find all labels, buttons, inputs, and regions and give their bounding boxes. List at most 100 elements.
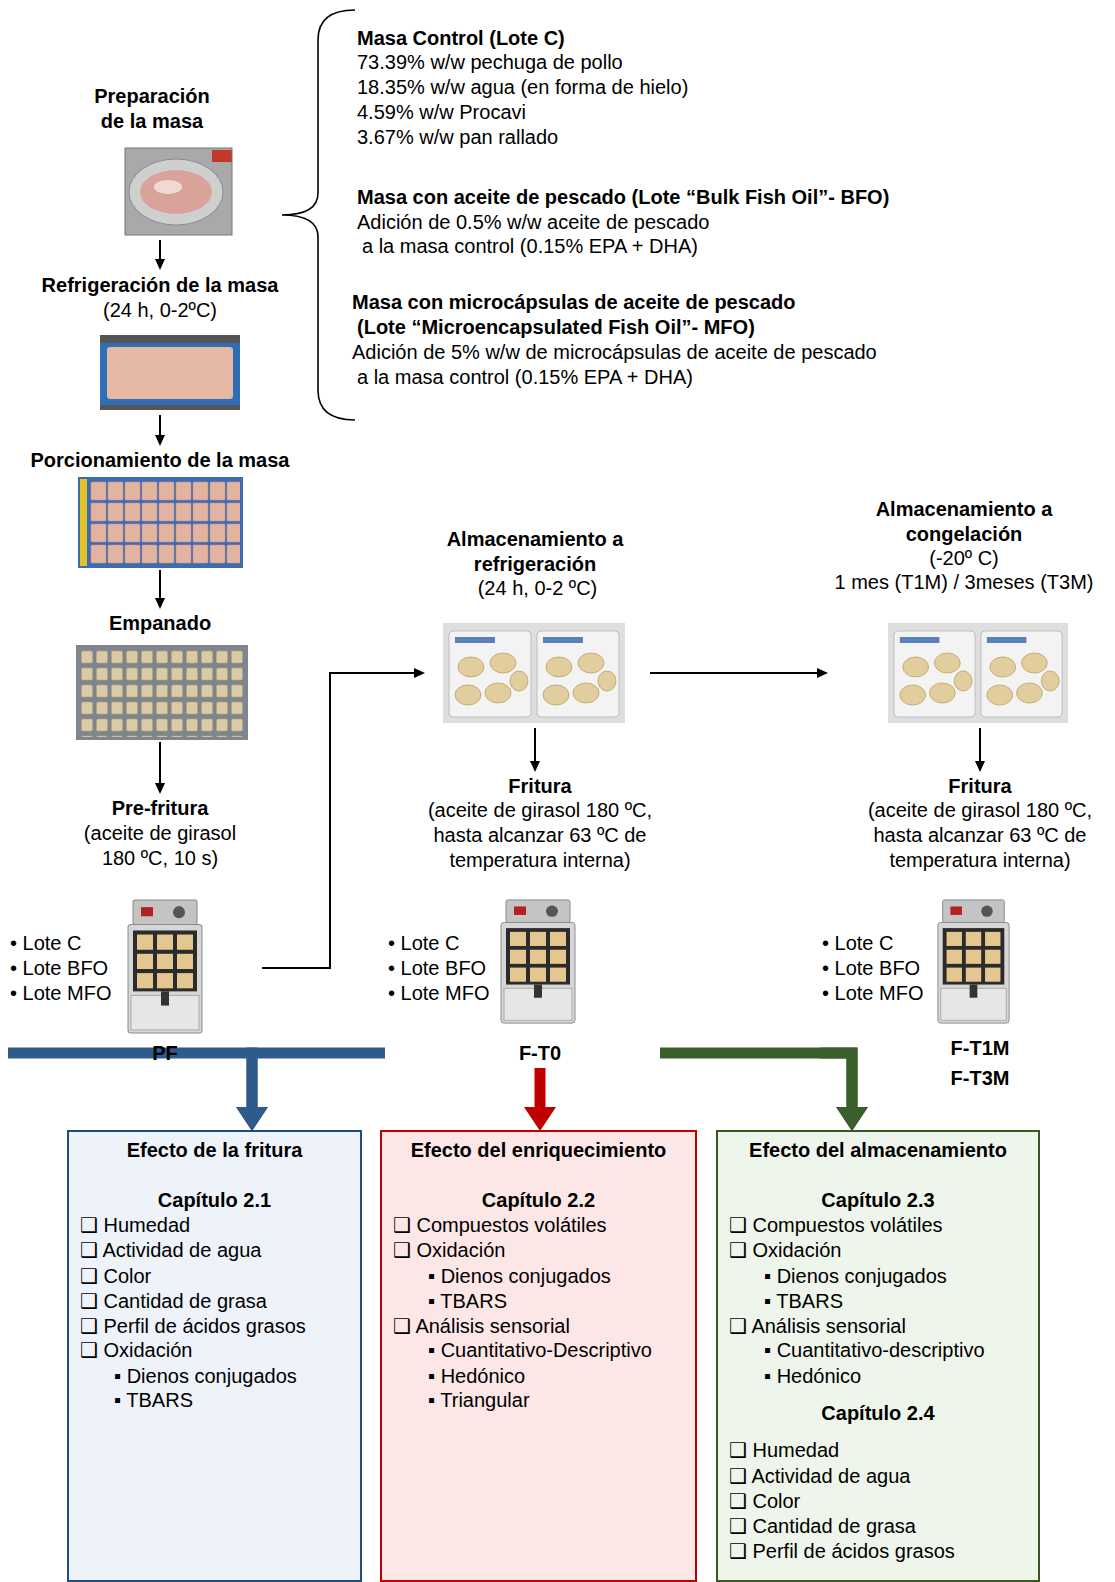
connector-line bbox=[252, 1053, 385, 1109]
connector-line bbox=[535, 1068, 546, 1109]
bags-photo bbox=[888, 623, 1068, 723]
step-detail: (aceite de girasol 180 ºC, hasta alcanza… bbox=[424, 798, 656, 873]
connector-line bbox=[159, 742, 161, 784]
list-item: ▪ TBARS bbox=[114, 1388, 358, 1413]
list-item: ❑ Humedad bbox=[80, 1213, 358, 1238]
recipe-line: 73.39% w/w pechuga de pollo bbox=[357, 50, 623, 75]
dough-photo bbox=[107, 347, 233, 399]
step-detail: (24 h, 0-2ºC) bbox=[20, 298, 300, 323]
list-item: ▪ Dienos conjugados bbox=[114, 1364, 358, 1389]
list-item: ▪ Cuantitativo-Descriptivo bbox=[428, 1338, 693, 1363]
list-item: ❑ Oxidación bbox=[729, 1238, 1036, 1263]
arrow-head bbox=[155, 598, 165, 609]
step-title: Pre-fritura bbox=[60, 796, 260, 821]
recipe-heading: Masa con microcápsulas de aceite de pesc… bbox=[352, 290, 796, 315]
list-item: ❑ Compuestos volátiles bbox=[393, 1213, 693, 1238]
recipe-line: a la masa control (0.15% EPA + DHA) bbox=[362, 234, 698, 259]
breaded-photo bbox=[76, 645, 248, 740]
recipe-line: Adición de 5% w/w de microcápsulas de ac… bbox=[352, 340, 877, 365]
list-item: ❑ Oxidación bbox=[393, 1238, 693, 1263]
step-detail: (aceite de girasol 180 ºC, 10 s) bbox=[75, 821, 245, 871]
curly-brace bbox=[282, 10, 355, 420]
arrow-head bbox=[155, 435, 165, 446]
list-item: ▪ Cuantitativo-descriptivo bbox=[764, 1338, 1036, 1363]
flow-arrow bbox=[155, 570, 165, 609]
list-item: ▪ Dienos conjugados bbox=[428, 1264, 693, 1289]
arrow-head bbox=[414, 668, 425, 678]
recipe-heading: Masa Control (Lote C) bbox=[357, 26, 565, 51]
step-detail: • Lote MFO bbox=[822, 981, 932, 1006]
step-title: Preparación de la masa bbox=[87, 84, 217, 134]
box-heading: Capítulo 2.1 bbox=[71, 1188, 358, 1213]
result-arrow bbox=[236, 1053, 385, 1131]
process-step: Almacenamiento a refrigeración(24 h, 0-2… bbox=[425, 525, 650, 728]
connector-line bbox=[159, 570, 161, 599]
flow-arrow bbox=[155, 742, 165, 794]
step-title: Fritura bbox=[420, 774, 660, 799]
portions-photo bbox=[78, 477, 243, 568]
result-box: Efecto de la frituraCapítulo 2.1❑ Humeda… bbox=[67, 1130, 362, 1582]
step-detail: • Lote BFO bbox=[10, 956, 122, 981]
mixer-photo bbox=[125, 148, 232, 235]
arrow-head bbox=[817, 668, 828, 678]
breaded-photo bbox=[80, 649, 245, 737]
arrow-head bbox=[155, 259, 165, 270]
fryer-icon bbox=[128, 900, 202, 1033]
arrow-head bbox=[836, 1107, 868, 1131]
fryer-icon bbox=[501, 900, 575, 1023]
fryer-icon bbox=[128, 900, 1009, 1033]
portions-photo bbox=[90, 481, 240, 565]
fryer-icon bbox=[938, 900, 1009, 1023]
list-item: ❑ Color bbox=[80, 1264, 358, 1289]
mixer-photo bbox=[212, 150, 232, 162]
connector-line bbox=[262, 673, 415, 968]
connector-line bbox=[8, 1053, 252, 1109]
recipe-line: 3.67% w/w pan rallado bbox=[357, 125, 558, 150]
list-item: ▪ TBARS bbox=[764, 1289, 1036, 1314]
step-title: Porcionamiento de la masa bbox=[15, 448, 305, 473]
process-step: Preparación de la masa bbox=[62, 82, 242, 240]
arrow-head bbox=[155, 783, 165, 794]
process-step: Fritura(aceite de girasol 180 ºC, hasta … bbox=[820, 772, 1100, 1095]
result-box: Efecto del enriquecimientoCapítulo 2.2❑ … bbox=[380, 1130, 697, 1582]
connector-line bbox=[534, 728, 536, 762]
dough-photo bbox=[100, 335, 240, 410]
recipe-line: 18.35% w/w agua (en forma de hielo) bbox=[357, 75, 688, 100]
recipe-heading: (Lote “Microencapsulated Fish Oil”- MFO) bbox=[357, 315, 755, 340]
list-item: ❑ Perfil de ácidos grasos bbox=[729, 1539, 1036, 1564]
box-heading: Efecto del almacenamiento bbox=[720, 1138, 1036, 1163]
recipe-heading: Masa con aceite de pescado (Lote “Bulk F… bbox=[357, 185, 889, 210]
step-detail: (-20º C) bbox=[830, 546, 1098, 571]
list-item: ❑ Oxidación bbox=[80, 1338, 358, 1363]
arrow-head bbox=[530, 761, 540, 772]
list-item: ❑ Perfil de ácidos grasos bbox=[80, 1314, 358, 1339]
result-arrow bbox=[820, 1053, 868, 1131]
step-detail: • Lote BFO bbox=[822, 956, 932, 981]
step-detail: (24 h, 0-2 ºC) bbox=[425, 576, 650, 601]
recipe-line: 4.59% w/w Procavi bbox=[357, 100, 526, 125]
connector-line bbox=[159, 240, 161, 260]
result-arrow bbox=[8, 1053, 268, 1131]
step-title: F-T1M bbox=[940, 1036, 1020, 1061]
dough-photo bbox=[100, 335, 240, 410]
connector-line bbox=[650, 672, 818, 674]
step-detail: • Lote C bbox=[388, 931, 496, 956]
list-item: ▪ Hedónico bbox=[764, 1364, 1036, 1389]
step-detail: (aceite de girasol 180 ºC, hasta alcanza… bbox=[864, 798, 1096, 873]
step-title: F-T3M bbox=[940, 1066, 1020, 1091]
result-arrow bbox=[660, 1053, 868, 1131]
list-item: ❑ Actividad de agua bbox=[80, 1238, 358, 1263]
list-item: ▪ Dienos conjugados bbox=[764, 1264, 1036, 1289]
box-heading: Capítulo 2.3 bbox=[720, 1188, 1036, 1213]
process-step: Empanado bbox=[60, 609, 260, 742]
list-item: ❑ Actividad de agua bbox=[729, 1464, 1036, 1489]
mixer-photo bbox=[140, 170, 212, 214]
step-title: Fritura bbox=[860, 774, 1100, 799]
flow-arrow bbox=[262, 668, 425, 968]
list-item: ▪ TBARS bbox=[428, 1289, 693, 1314]
portions-photo bbox=[78, 477, 243, 568]
flow-arrow bbox=[155, 240, 165, 270]
list-item: ❑ Humedad bbox=[729, 1438, 1036, 1463]
process-step: Fritura(aceite de girasol 180 ºC, hasta … bbox=[385, 772, 660, 1068]
